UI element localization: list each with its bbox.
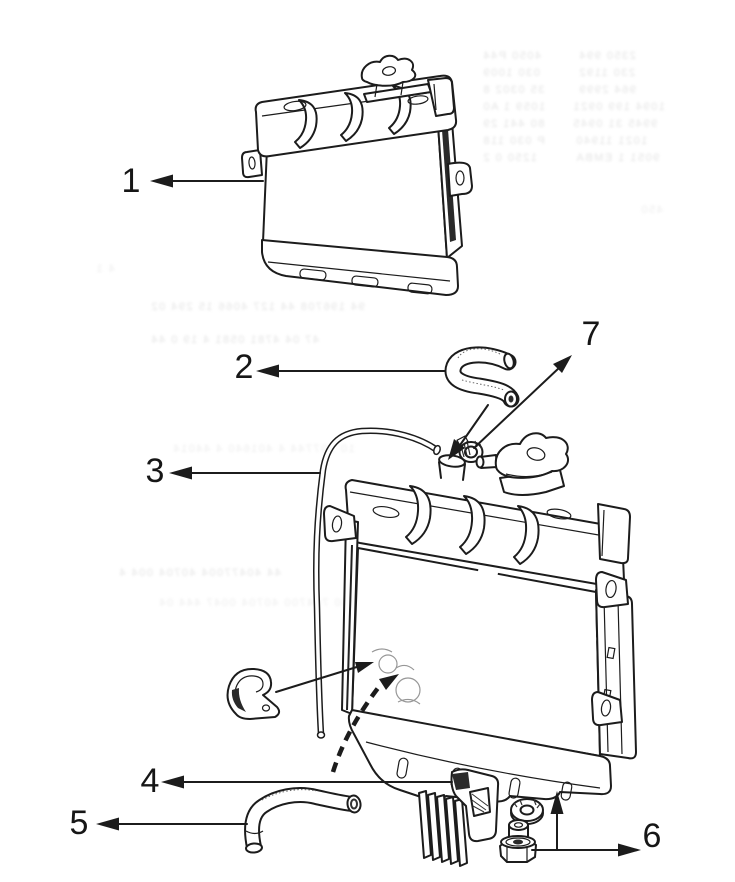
radiator-cap	[360, 54, 455, 117]
rubber-mount-bracket	[418, 768, 500, 867]
mount-ear	[323, 505, 357, 543]
mount-position-arrow-dashed	[330, 674, 399, 773]
radiator-assembly-top	[241, 54, 473, 296]
callout-arrow-2	[256, 364, 446, 378]
callout-arrow-7	[473, 355, 572, 449]
mounting-nut	[499, 835, 537, 863]
callout-label-4[interactable]: 4	[140, 762, 160, 800]
mount-ear	[447, 161, 473, 197]
callout-label-6[interactable]: 6	[642, 817, 662, 855]
radiator-cap	[475, 432, 570, 496]
clip-position-arrow	[275, 662, 374, 693]
overflow-tube	[313, 427, 441, 739]
bottom-tank	[261, 239, 459, 296]
pipe-clip	[226, 667, 281, 720]
lower-hose	[244, 787, 362, 854]
callout-arrow-1	[150, 174, 264, 188]
callout-label-2[interactable]: 2	[234, 348, 254, 386]
callout-arrow-6	[531, 791, 641, 857]
tank-hook-tab	[388, 85, 412, 135]
bottom-tank	[347, 709, 612, 803]
mount-ear	[595, 571, 629, 609]
callout-arrow-5	[96, 817, 248, 831]
callout-label-3[interactable]: 3	[145, 452, 165, 490]
mounting-detail-sketch	[371, 648, 421, 705]
callout-arrows	[96, 174, 641, 857]
upper-elbow-hose	[444, 346, 520, 408]
callout-label-7[interactable]: 7	[581, 315, 601, 353]
tank-hook-tab	[405, 485, 432, 545]
tank-hook-tab	[459, 495, 486, 555]
core-reflections	[367, 566, 597, 737]
callout-label-1[interactable]: 1	[121, 162, 141, 200]
callout-label-5[interactable]: 5	[69, 804, 89, 842]
hose-clamp	[456, 435, 484, 463]
tank-hook-tab	[340, 92, 364, 142]
radiator-assembly-main	[323, 454, 637, 803]
attachment-arrow	[448, 404, 489, 460]
callout-arrow-4	[161, 775, 453, 789]
tank-hook-tab	[294, 99, 318, 149]
spacer-bushing	[508, 819, 529, 842]
mount-ear	[241, 149, 263, 179]
rubber-washer	[510, 798, 544, 825]
callout-arrow-3	[169, 466, 321, 480]
tank-hook-tab	[513, 505, 540, 565]
mount-ear	[591, 691, 623, 727]
